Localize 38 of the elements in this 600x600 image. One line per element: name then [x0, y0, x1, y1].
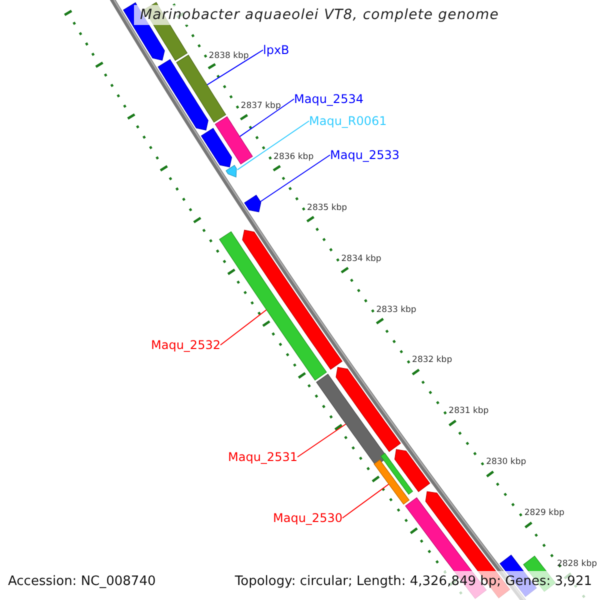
- leader-line: [236, 120, 310, 170]
- gene-segment: [200, 128, 232, 168]
- gene-segment: [214, 116, 253, 164]
- leader-line: [206, 50, 264, 86]
- gene-segment: [336, 366, 401, 452]
- scale-label: 2834 kbp: [341, 254, 382, 264]
- gene-label: Maqu_R0061: [309, 114, 387, 128]
- gene-segment: [394, 449, 430, 492]
- scale-label: 2828 kbp: [556, 558, 597, 569]
- leader-line: [239, 98, 294, 138]
- leader-line: [342, 484, 390, 518]
- leader-line: [296, 423, 346, 458]
- gene-segment: [158, 59, 208, 130]
- leader-line: [220, 309, 267, 346]
- gene-label: lpxB: [263, 43, 290, 57]
- gene-segment: [226, 164, 237, 178]
- scale-label: 2837 kbp: [240, 101, 281, 112]
- gene-segment: [380, 452, 414, 495]
- gene-segment: [219, 231, 327, 381]
- gene-segment: [374, 459, 410, 505]
- gene-label: Maqu_2534: [294, 92, 364, 106]
- scale-label: 2830 kbp: [486, 457, 526, 468]
- scale-label: 2838 kbp: [208, 50, 249, 61]
- gene-label: Maqu_2531: [228, 450, 298, 464]
- gene-label: Maqu_2530: [273, 511, 342, 525]
- scale-label: 2832 kbp: [412, 355, 452, 366]
- gene-label: Maqu_2532: [151, 338, 220, 352]
- scale-label: 2831 kbp: [448, 406, 489, 416]
- scale-label: 2829 kbp: [524, 508, 564, 518]
- gene-segment: [244, 194, 262, 212]
- accession-text: Accession: NC_008740: [8, 574, 156, 589]
- scale-label: 2836 kbp: [274, 152, 314, 162]
- scale-label: 2833 kbp: [376, 304, 416, 315]
- genome-stats-text: Topology: circular; Length: 4,326,849 bp; Genes: 3,921: [234, 574, 592, 589]
- gene-label: Maqu_2533: [330, 148, 400, 162]
- leader-line: [260, 154, 330, 202]
- scale-label: 2835 kbp: [307, 203, 348, 214]
- gene-segment: [242, 230, 342, 370]
